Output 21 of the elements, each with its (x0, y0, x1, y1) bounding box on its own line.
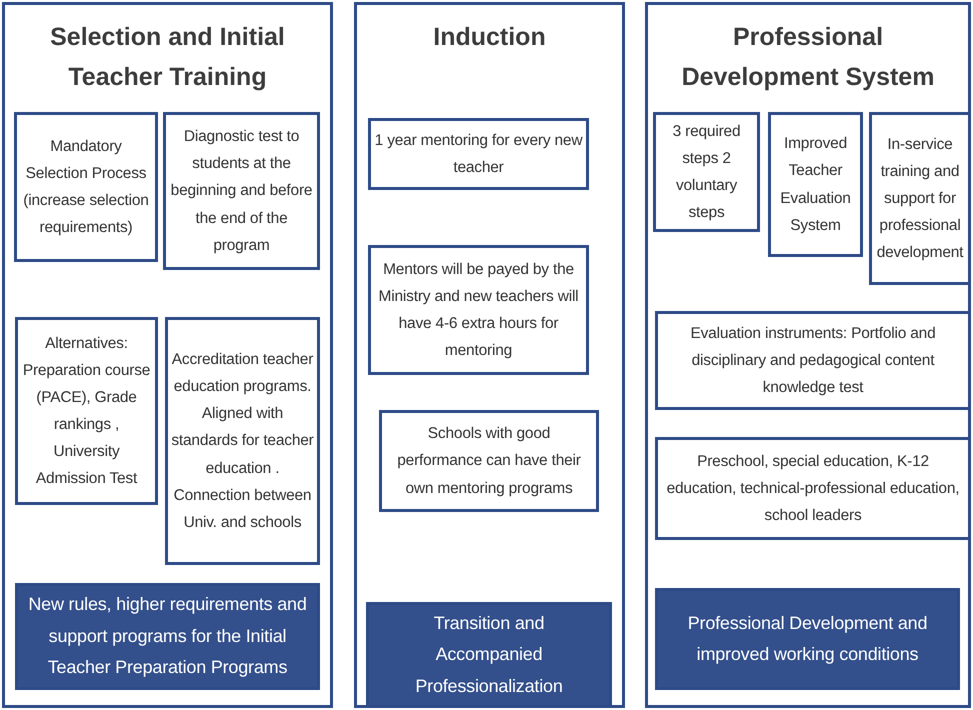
text-box: Alternatives: Preparation course (PACE), Grade rankings , University Admission Test (15, 317, 158, 505)
text-box: In-service training and support for professional development (869, 112, 971, 285)
text-box: Improved Teacher Evaluation System (768, 112, 863, 257)
summary-box: New rules, higher requirements and support programs for the Initial Teacher Preparation Programs (15, 583, 320, 690)
panel-title: Induction (432, 22, 547, 53)
text-box: Mentors will be payed by the Ministry and new teachers will have 4-6 extra hours for mentoring (368, 245, 589, 375)
text-box: Accreditation teacher education programs. Aligned with standards for teacher education . Connection between Univ. and schools (165, 317, 320, 565)
text-box: 1 year mentoring for every new teacher (368, 118, 589, 190)
panel-title: Selection and Initial Teacher Training (49, 22, 286, 93)
column-panel (354, 2, 625, 708)
panel-title: Professional Development System (680, 22, 936, 93)
text-box: 3 required steps 2 voluntary steps (653, 112, 760, 232)
column-panel (2, 2, 333, 708)
column-panel (645, 2, 971, 708)
text-box: Schools with good performance can have their own mentoring programs (379, 410, 599, 512)
text-box: Preschool, special education, K-12 education, technical-professional education, school leaders (655, 437, 971, 540)
text-box: Diagnostic test to students at the beginning and before the end of the program (163, 112, 320, 270)
summary-box: Transition and Accompanied Professionalization (366, 602, 612, 708)
text-box: Evaluation instruments: Portfolio and disciplinary and pedagogical content knowledge test (655, 311, 971, 410)
summary-box: Professional Development and improved working conditions (655, 588, 960, 690)
text-box: Mandatory Selection Process (increase selection requirements) (14, 112, 158, 262)
